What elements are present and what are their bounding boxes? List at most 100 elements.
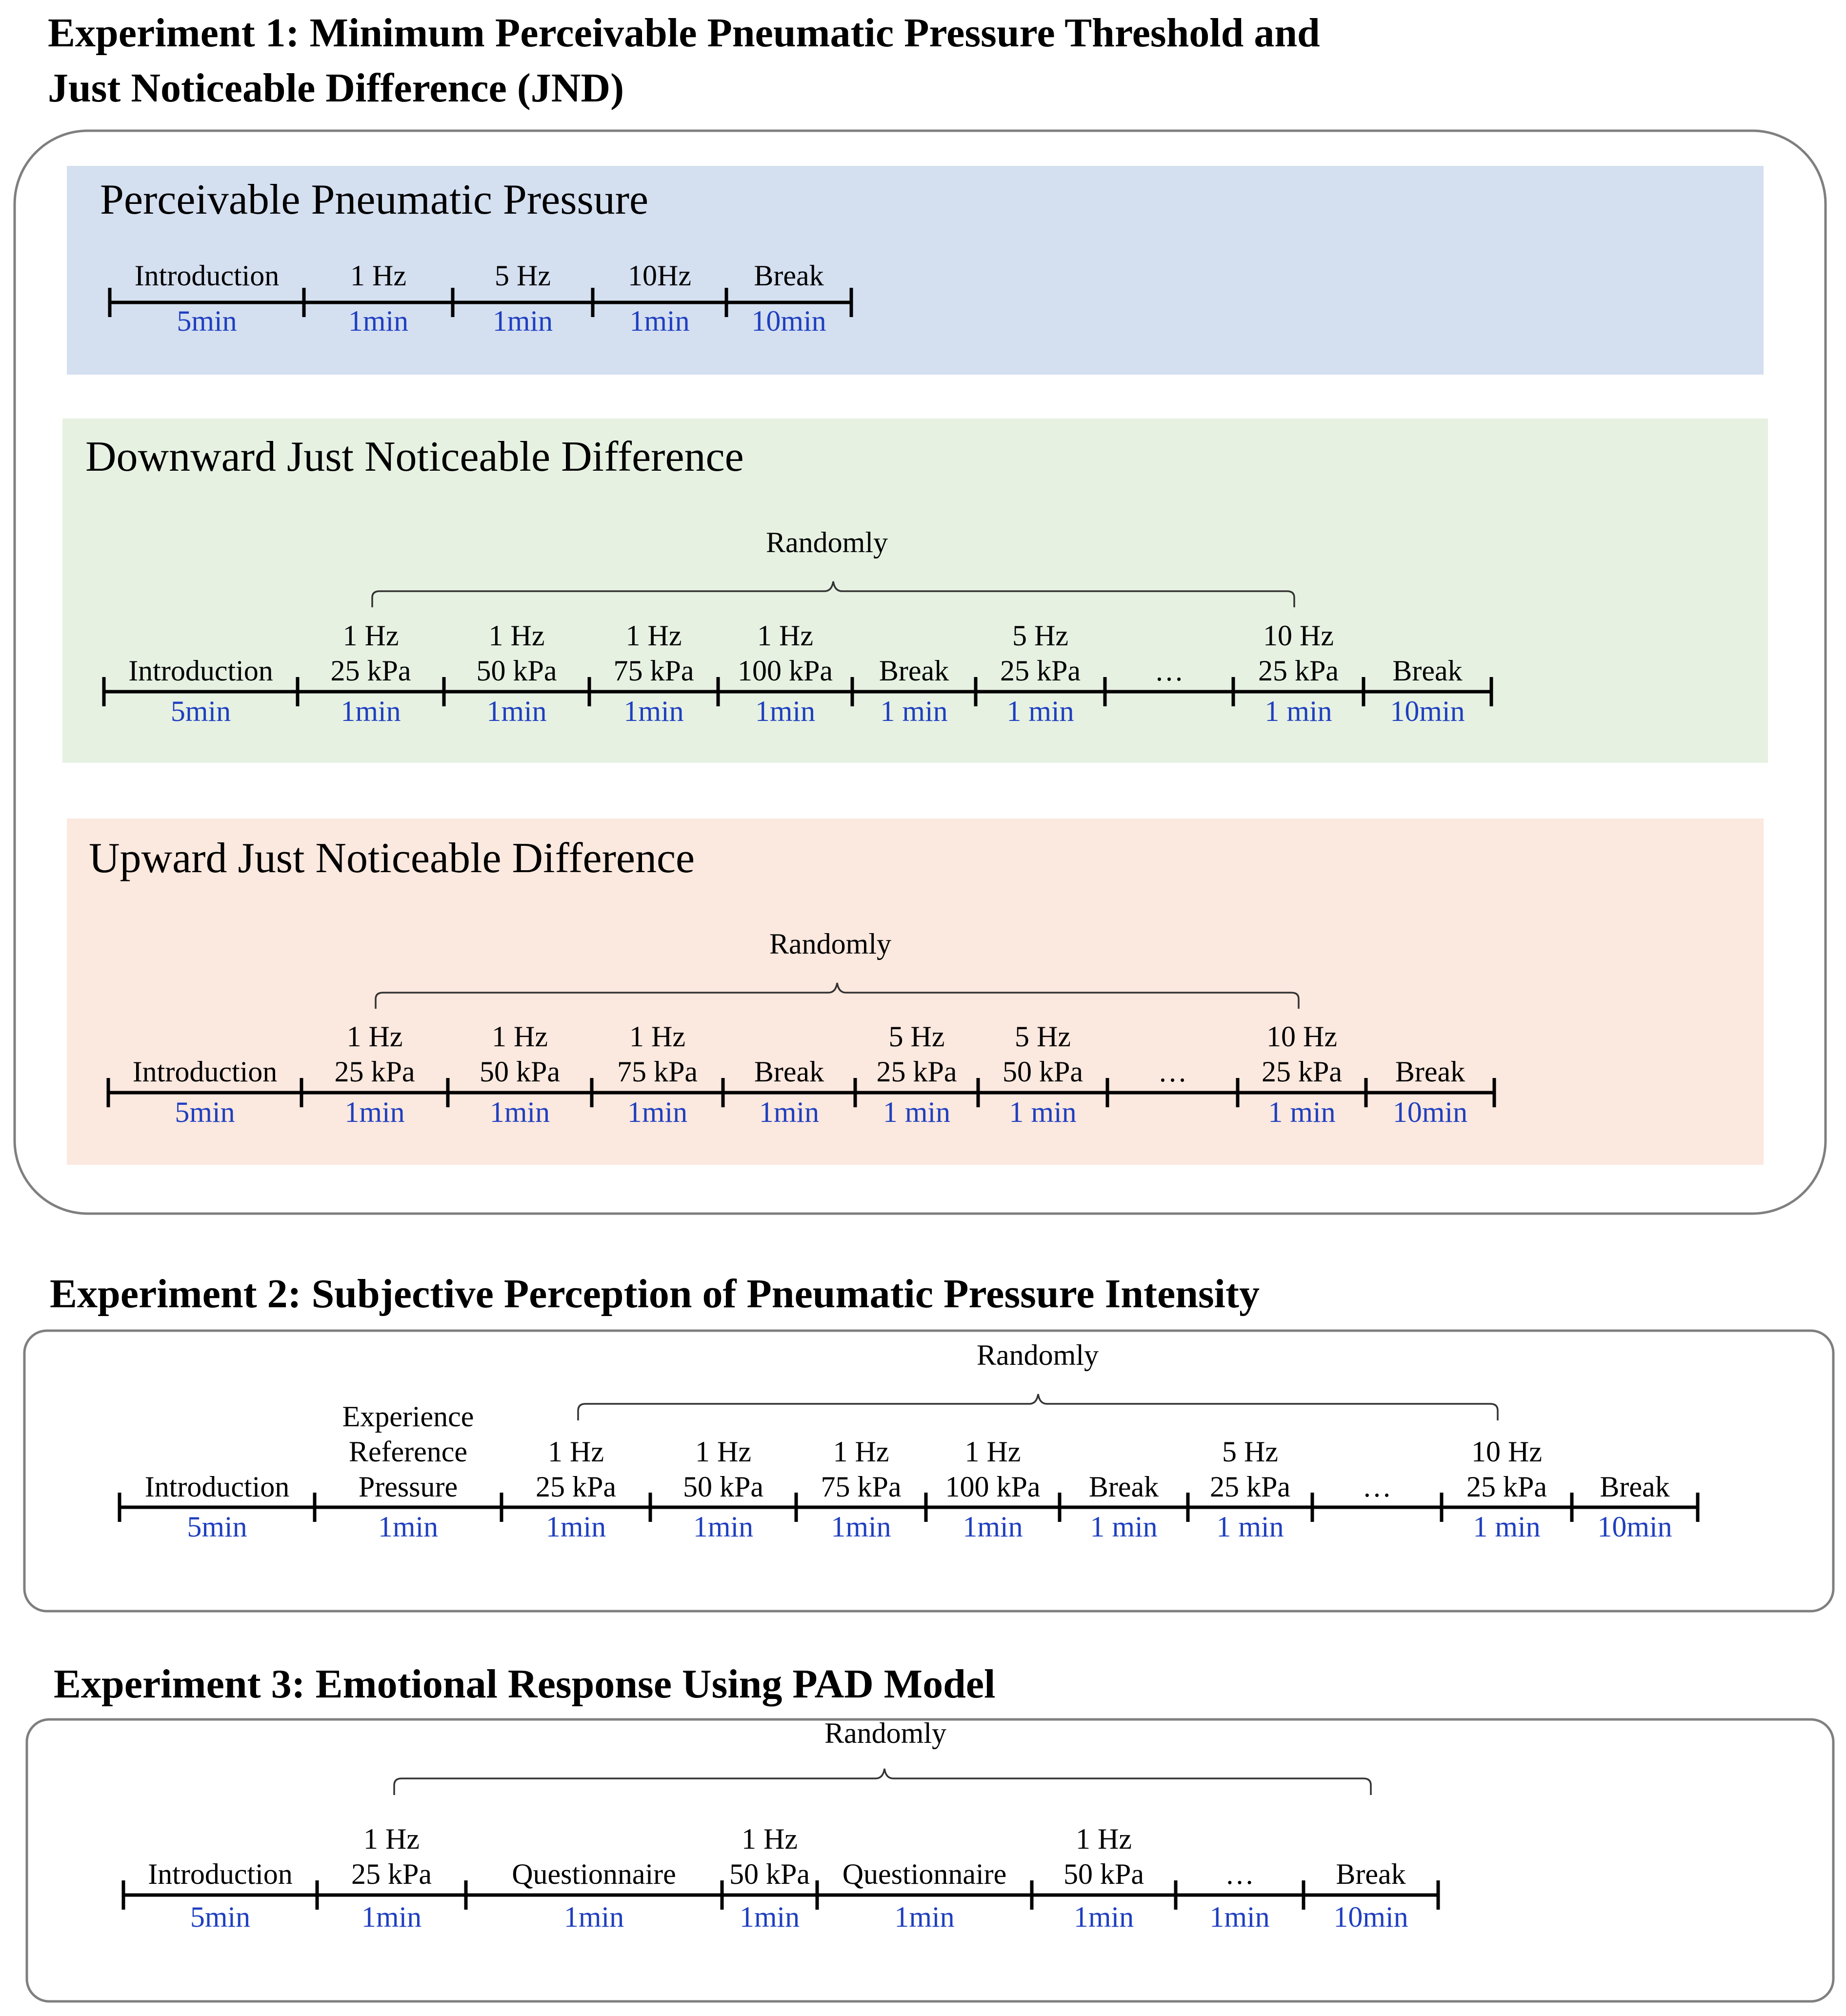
segment-duration: 1min [623,695,683,727]
segment-duration: 1min [564,1901,624,1933]
segment-label: Questionnaire [843,1858,1007,1890]
experiment2-title: Experiment 2: Subjective Perception of P… [50,1271,1260,1317]
segment-duration: 5min [187,1511,247,1543]
segment-label: 1 Hz [742,1823,798,1855]
experiment2-timeline: Introduction 5min ExperienceReferencePress… [118,1400,1700,1543]
segment-duration: 1 min [1473,1511,1540,1543]
segment-label: Experience [342,1400,474,1433]
segment-label: Break [1600,1471,1669,1503]
experiment3-randomly-brace [393,1768,1372,1795]
segment-label: 1 Hz [347,1020,403,1053]
segment-label: 1 Hz [492,1020,548,1053]
segment-duration: 5min [171,695,231,727]
experiment2-randomly-label: Randomly [977,1339,1099,1371]
segment-label: 100 kPa [945,1471,1041,1503]
downward-timeline: Introduction 5min 1 Hz 25 kPa 1min 1 Hz 50 kPa… [102,619,1493,727]
segment-duration: 10min [1333,1901,1408,1933]
segment-label: 50 kPa [1063,1858,1144,1890]
segment-label: 25 kPa [331,655,411,687]
experiment1-title-line1: Experiment 1: Minimum Perceivable Pneuma… [48,10,1320,56]
experiment1-frame [13,129,1827,1215]
segment-duration: 1min [759,1096,819,1128]
segment-label: 25 kPa [536,1471,616,1503]
experiment3-randomly-label: Randomly [824,1717,946,1749]
segment-label: Break [1395,1056,1465,1088]
segment-label: 25 kPa [1000,655,1081,687]
segment-duration: 1min [546,1511,606,1543]
experiment1-title-line2: Just Noticeable Difference (JND) [48,65,624,111]
segment-duration: 1min [1209,1901,1269,1933]
segment-label: 25 kPa [1210,1471,1290,1503]
segment-duration: 1 min [1009,1096,1076,1128]
segment-duration: 1min [693,1511,753,1543]
segment-duration: 10min [1390,695,1465,727]
segment-duration: 10min [751,305,826,337]
segment-label: … [1158,1056,1187,1088]
segment-label: 5 Hz [495,259,551,292]
segment-label: Break [754,1056,824,1088]
downward-panel-title: Downward Just Noticeable Difference [85,433,744,480]
downward-randomly-label: Randomly [766,526,888,559]
segment-label: Introduction [148,1858,293,1890]
segment-label: Introduction [133,1056,278,1088]
segment-duration: 1 min [1264,695,1332,727]
upward-panel-bg [67,818,1764,1165]
segment-label: … [1225,1858,1254,1890]
segment-label: 25 kPa [1258,655,1339,687]
segment-label: 75 kPa [821,1471,902,1503]
segment-duration: 1min [1074,1901,1134,1933]
segment-label: 50 kPa [480,1056,560,1088]
segment-label: Reference [349,1436,467,1468]
segment-duration: 1min [344,1096,404,1128]
segment-label: Break [879,655,949,687]
segment-duration: 1min [493,305,553,337]
segment-duration: 1min [490,1096,550,1128]
segment-label: Pressure [359,1471,458,1503]
segment-duration: 1min [348,305,408,337]
segment-label: Break [1392,655,1462,687]
segment-label: Introduction [128,655,273,687]
segment-label: 50 kPa [477,655,557,687]
segment-label: 1 Hz [1076,1823,1132,1855]
segment-label: 1 Hz [965,1436,1021,1468]
segment-label: 25 kPa [877,1056,957,1088]
segment-duration: 1min [361,1901,421,1933]
segment-label: Questionnaire [512,1858,676,1890]
segment-label: … [1155,655,1184,687]
segment-label: 10 Hz [1266,1020,1337,1053]
segment-label: 25 kPa [351,1858,432,1890]
downward-randomly-brace [371,581,1295,607]
segment-duration: 5min [177,305,237,337]
segment-duration: 10min [1597,1511,1672,1543]
segment-duration: 1min [486,695,546,727]
segment-label: 1 Hz [757,619,813,652]
segment-duration: 1 min [880,695,947,727]
segment-label: … [1363,1471,1392,1503]
experiment3-frame [25,1718,1835,2003]
segment-label: Break [1089,1471,1159,1503]
segment-label: 50 kPa [683,1471,763,1503]
segment-label: 1 Hz [629,1020,685,1053]
segment-label: Introduction [135,259,280,292]
upward-panel-title: Upward Just Noticeable Difference [89,835,695,882]
segment-label: 5 Hz [1012,619,1068,652]
perceivable-panel-bg [67,166,1764,375]
segment-duration: 1min [894,1901,954,1933]
segment-duration: 1 min [1268,1096,1335,1128]
segment-label: 5 Hz [1015,1020,1071,1053]
segment-duration: 1 min [883,1096,950,1128]
segment-label: 50 kPa [1003,1056,1083,1088]
segment-duration: 1 min [1216,1511,1284,1543]
segment-duration: 5min [175,1096,235,1128]
segment-label: Break [1336,1858,1405,1890]
segment-label: Introduction [145,1471,290,1503]
segment-label: 1 Hz [626,619,682,652]
segment-label: 75 kPa [614,655,694,687]
downward-jnd-panel: Downward Just Noticeable Difference Rand… [62,419,1768,763]
segment-duration: 1min [629,305,689,337]
perceivable-panel: Perceivable Pneumatic Pressure Introduct… [67,166,1764,375]
segment-label: 5 Hz [1222,1436,1278,1468]
segment-label: 10Hz [628,259,691,292]
segment-duration: 1min [963,1511,1023,1543]
